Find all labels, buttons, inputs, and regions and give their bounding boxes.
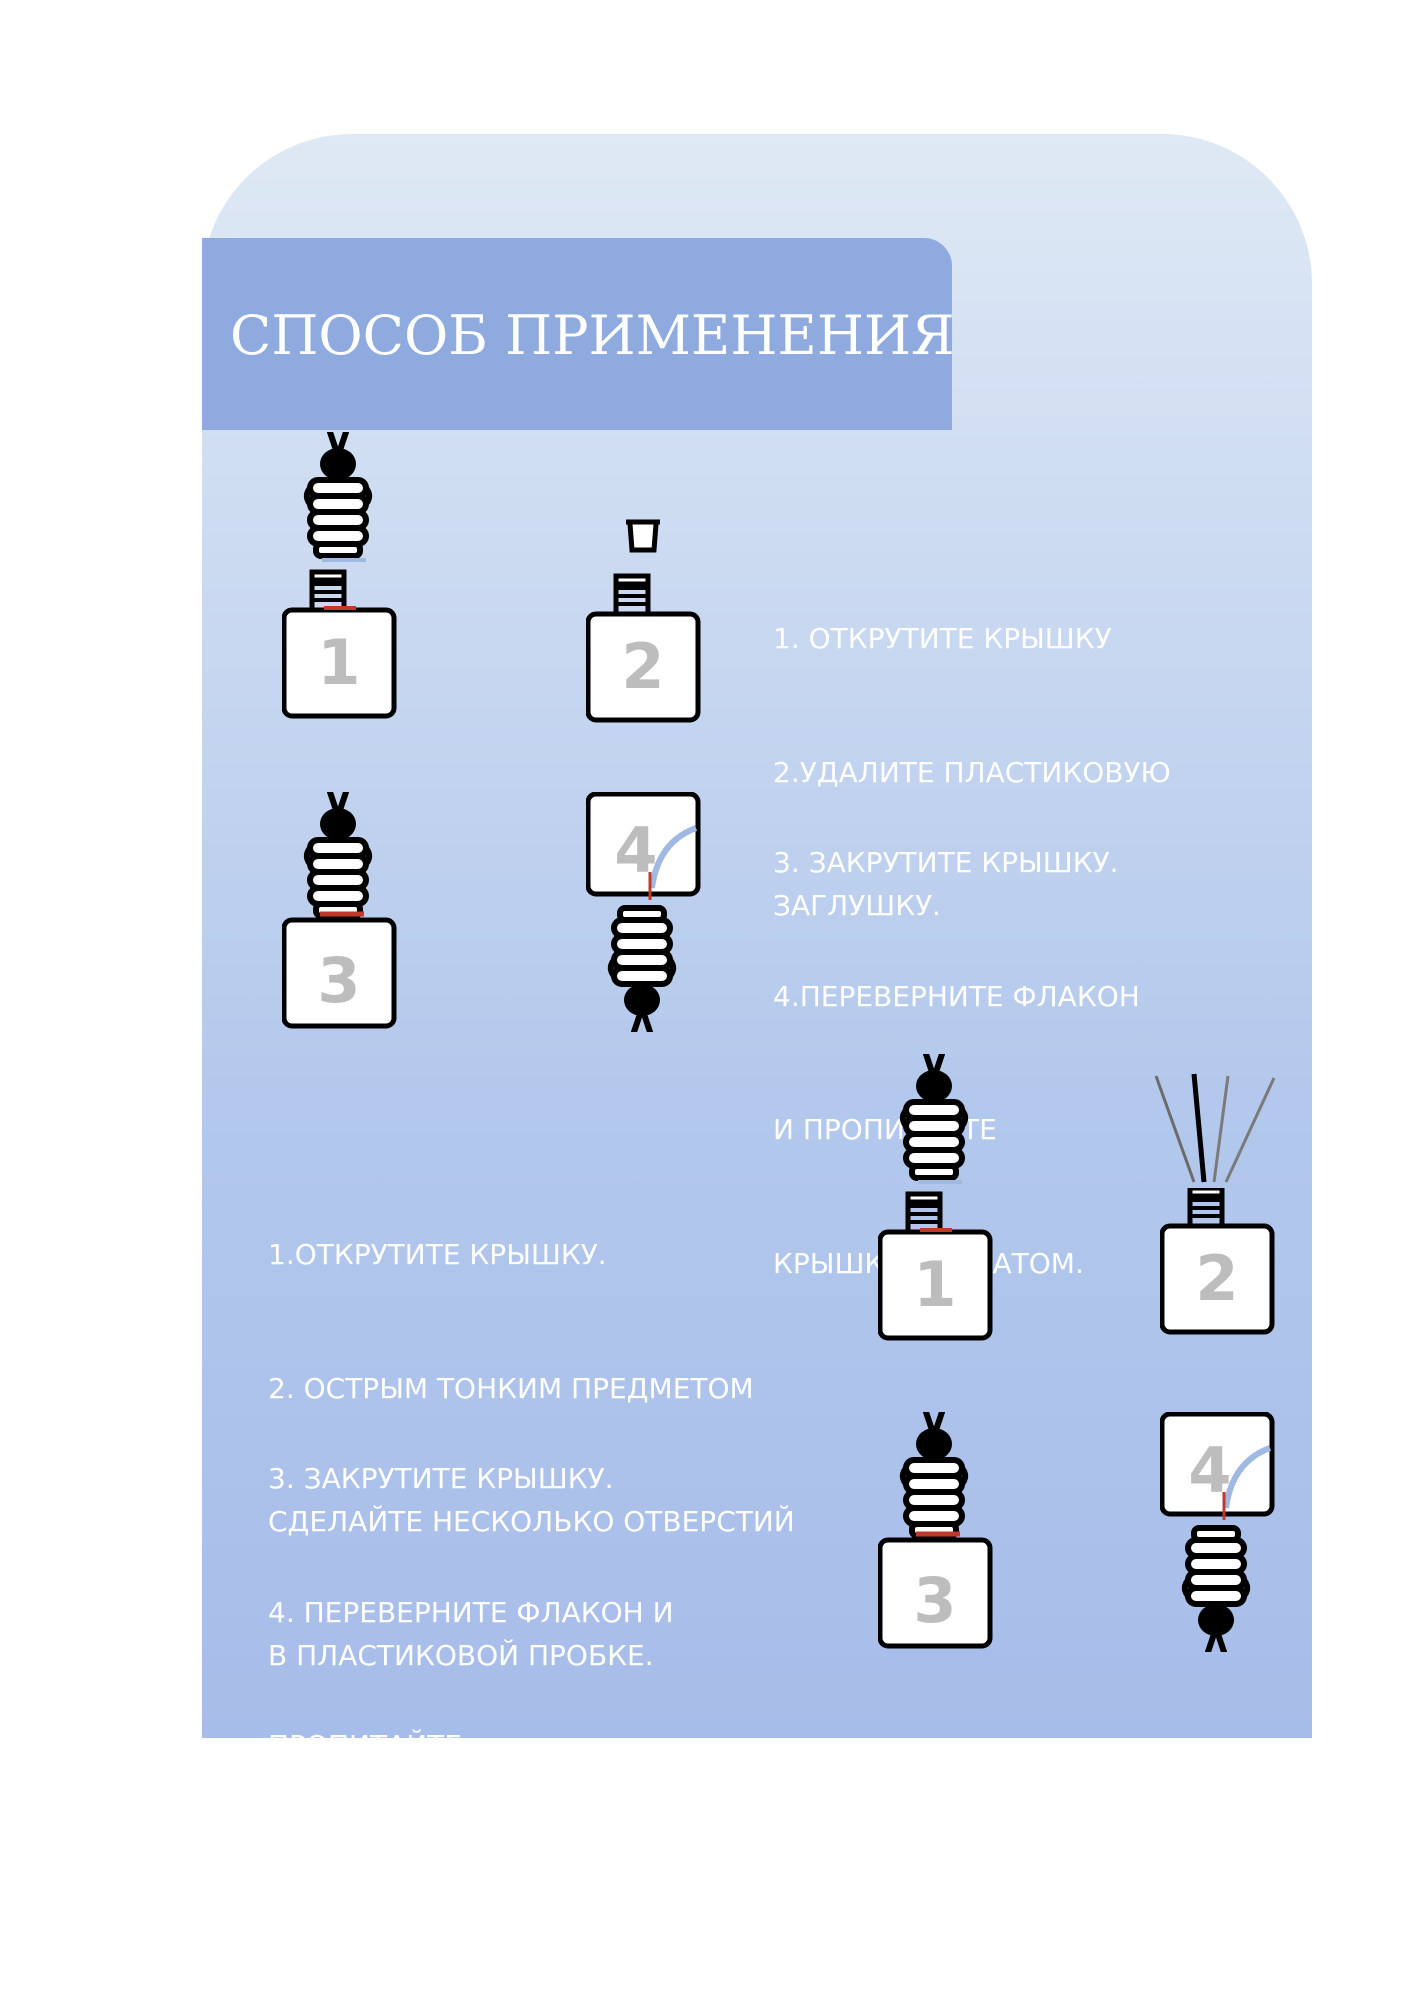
- text-line: 3. ЗАКРУТИТЕ КРЫШКУ.: [773, 846, 1119, 879]
- step-number: 1: [317, 626, 360, 699]
- text-line: 3. ЗАКРУТИТЕ КРЫШКУ.: [268, 1462, 614, 1495]
- method-b-text-2: 3. ЗАКРУТИТЕ КРЫШКУ. 4. ПЕРЕВЕРНИТЕ ФЛАК…: [268, 1368, 674, 1947]
- text-line: 2. ОСТРЫМ ТОНКИМ ПРЕДМЕТОМ: [268, 1371, 754, 1405]
- text-line: В ПЛАСТИКОВОЙ ПРОБКЕ.: [268, 1638, 654, 1672]
- step-number: 3: [913, 1564, 956, 1637]
- step-number: 2: [1195, 1242, 1238, 1315]
- needles-icon: [1154, 1073, 1276, 1183]
- text-line: 1. ОТКРУТИТЕ КРЫШКУ: [773, 622, 1112, 655]
- method-a-text-2: 3. ЗАКРУТИТЕ КРЫШКУ. 4.ПЕРЕВЕРНИТЕ ФЛАКО…: [773, 752, 1140, 1331]
- step-number: 2: [621, 630, 664, 703]
- bottle-with-cap-icon: 1: [878, 1054, 998, 1344]
- title-bar: [202, 238, 952, 430]
- text-line: 4. ПЕРЕВЕРНИТЕ ФЛАКОН И: [268, 1595, 674, 1629]
- method-b-text-1: 1.ОТКРУТИТЕ КРЫШКУ. 2. ОСТРЫМ ТОНКИМ ПРЕ…: [268, 1144, 795, 1723]
- page-title: СПОСОБ ПРИМЕНЕНИЯ: [230, 304, 955, 367]
- method-a-text-1: 1. ОТКРУТИТЕ КРЫШКУ 2.УДАЛИТЕ ПЛАСТИКОВУ…: [773, 528, 1171, 973]
- text-line: СДЕЛАЙТЕ НЕСКОЛЬКО ОТВЕРСТИЙ: [268, 1505, 795, 1538]
- text-line: 2.УДАЛИТЕ ПЛАСТИКОВУЮ: [773, 755, 1171, 789]
- bottle-inverted-icon: 4: [586, 792, 701, 1032]
- text-line: ПРОПИТАЙТЕ: [268, 1729, 462, 1762]
- bottle-closed-icon: 3: [282, 792, 397, 1029]
- bottle-plug-icon: 2: [1160, 1188, 1280, 1338]
- bottle-inverted-icon: 4: [1160, 1412, 1275, 1652]
- bottle-plug-icon: 2: [586, 519, 706, 724]
- step-number: 3: [317, 944, 360, 1017]
- bottle-with-cap-icon: 1: [282, 432, 402, 722]
- step-number: 1: [913, 1248, 956, 1321]
- text-line: ЗАГЛУШКУ.: [773, 889, 942, 922]
- bottle-closed-icon: 3: [878, 1412, 993, 1649]
- text-line: КРЫШКУ АРОМАТОМ,: [268, 1862, 579, 1896]
- text-line: 1.ОТКРУТИТЕ КРЫШКУ.: [268, 1238, 607, 1271]
- text-line: 4.ПЕРЕВЕРНИТЕ ФЛАКОН: [773, 979, 1140, 1013]
